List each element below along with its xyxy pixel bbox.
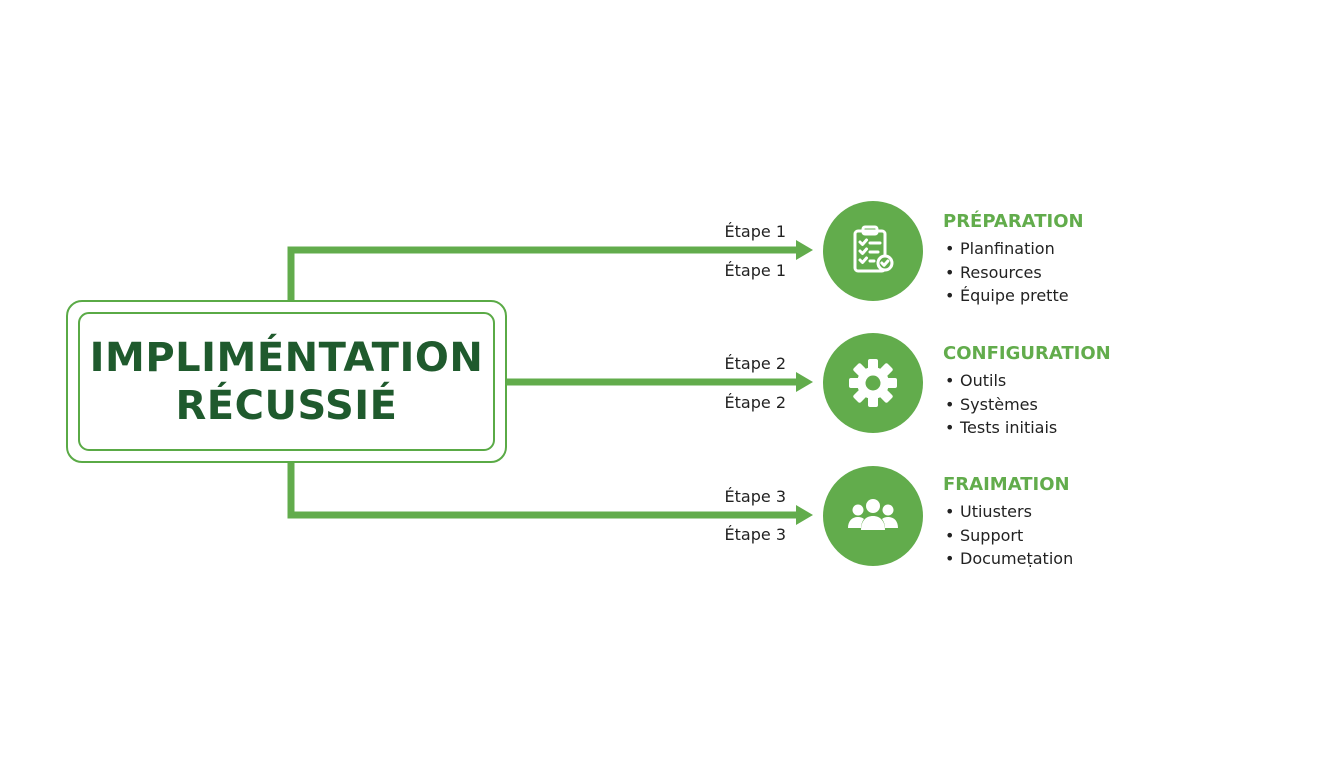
arrowhead-step-1	[796, 240, 813, 260]
list-item: •Équipe prette	[945, 286, 1069, 305]
arrow-step-1	[287, 246, 800, 300]
step-1-list: •Planfination •Resources •Équipe prette	[945, 237, 1069, 308]
step-2-circle	[823, 333, 923, 433]
step-3-label-above: Étape 3	[724, 487, 786, 506]
main-title-box: IMPLIMÉNTATION RÉCUSSIÉ	[66, 300, 507, 463]
step-1-label-above: Étape 1	[724, 222, 786, 241]
step-1-title: PRÉPARATION	[943, 211, 1084, 232]
arrowhead-step-2	[796, 372, 813, 392]
arrow-step-3	[287, 463, 800, 519]
step-3-label-below: Étape 3	[724, 525, 786, 544]
step-1-circle	[823, 201, 923, 301]
step-3-list: •Utiusters •Support •Documeṭation	[945, 500, 1073, 571]
list-item: •Systèmes	[945, 394, 1038, 414]
list-item: •Utiusters	[945, 502, 1032, 521]
step-1-label-below: Étape 1	[724, 261, 786, 280]
step-2-label-below: Étape 2	[724, 393, 786, 412]
arrowhead-step-3	[796, 505, 813, 525]
list-item: •Tests initiais	[945, 418, 1058, 437]
step-3-circle	[823, 466, 923, 566]
step-2-title: CONFIGURATION	[943, 343, 1111, 364]
list-item: •Outils	[945, 371, 1007, 390]
step-2-label-above: Étape 2	[724, 354, 786, 373]
list-item: •Planfination	[945, 239, 1055, 258]
list-item: •Resources	[945, 262, 1042, 282]
list-item: •Support	[945, 525, 1024, 545]
clipboard-checklist-icon	[853, 225, 894, 273]
gear-icon	[849, 359, 897, 407]
main-title-box-inner: IMPLIMÉNTATION RÉCUSSIÉ	[78, 312, 495, 451]
step-3-title: FRAIMATION	[943, 474, 1070, 495]
list-item: •Documeṭation	[945, 549, 1074, 568]
main-title-line-2: RÉCUSSIÉ	[175, 382, 398, 429]
step-2-list: •Outils •Systèmes •Tests initiais	[945, 369, 1057, 440]
main-title-line-1: IMPLIMÉNTATION	[89, 334, 484, 381]
users-group-icon	[848, 499, 898, 530]
